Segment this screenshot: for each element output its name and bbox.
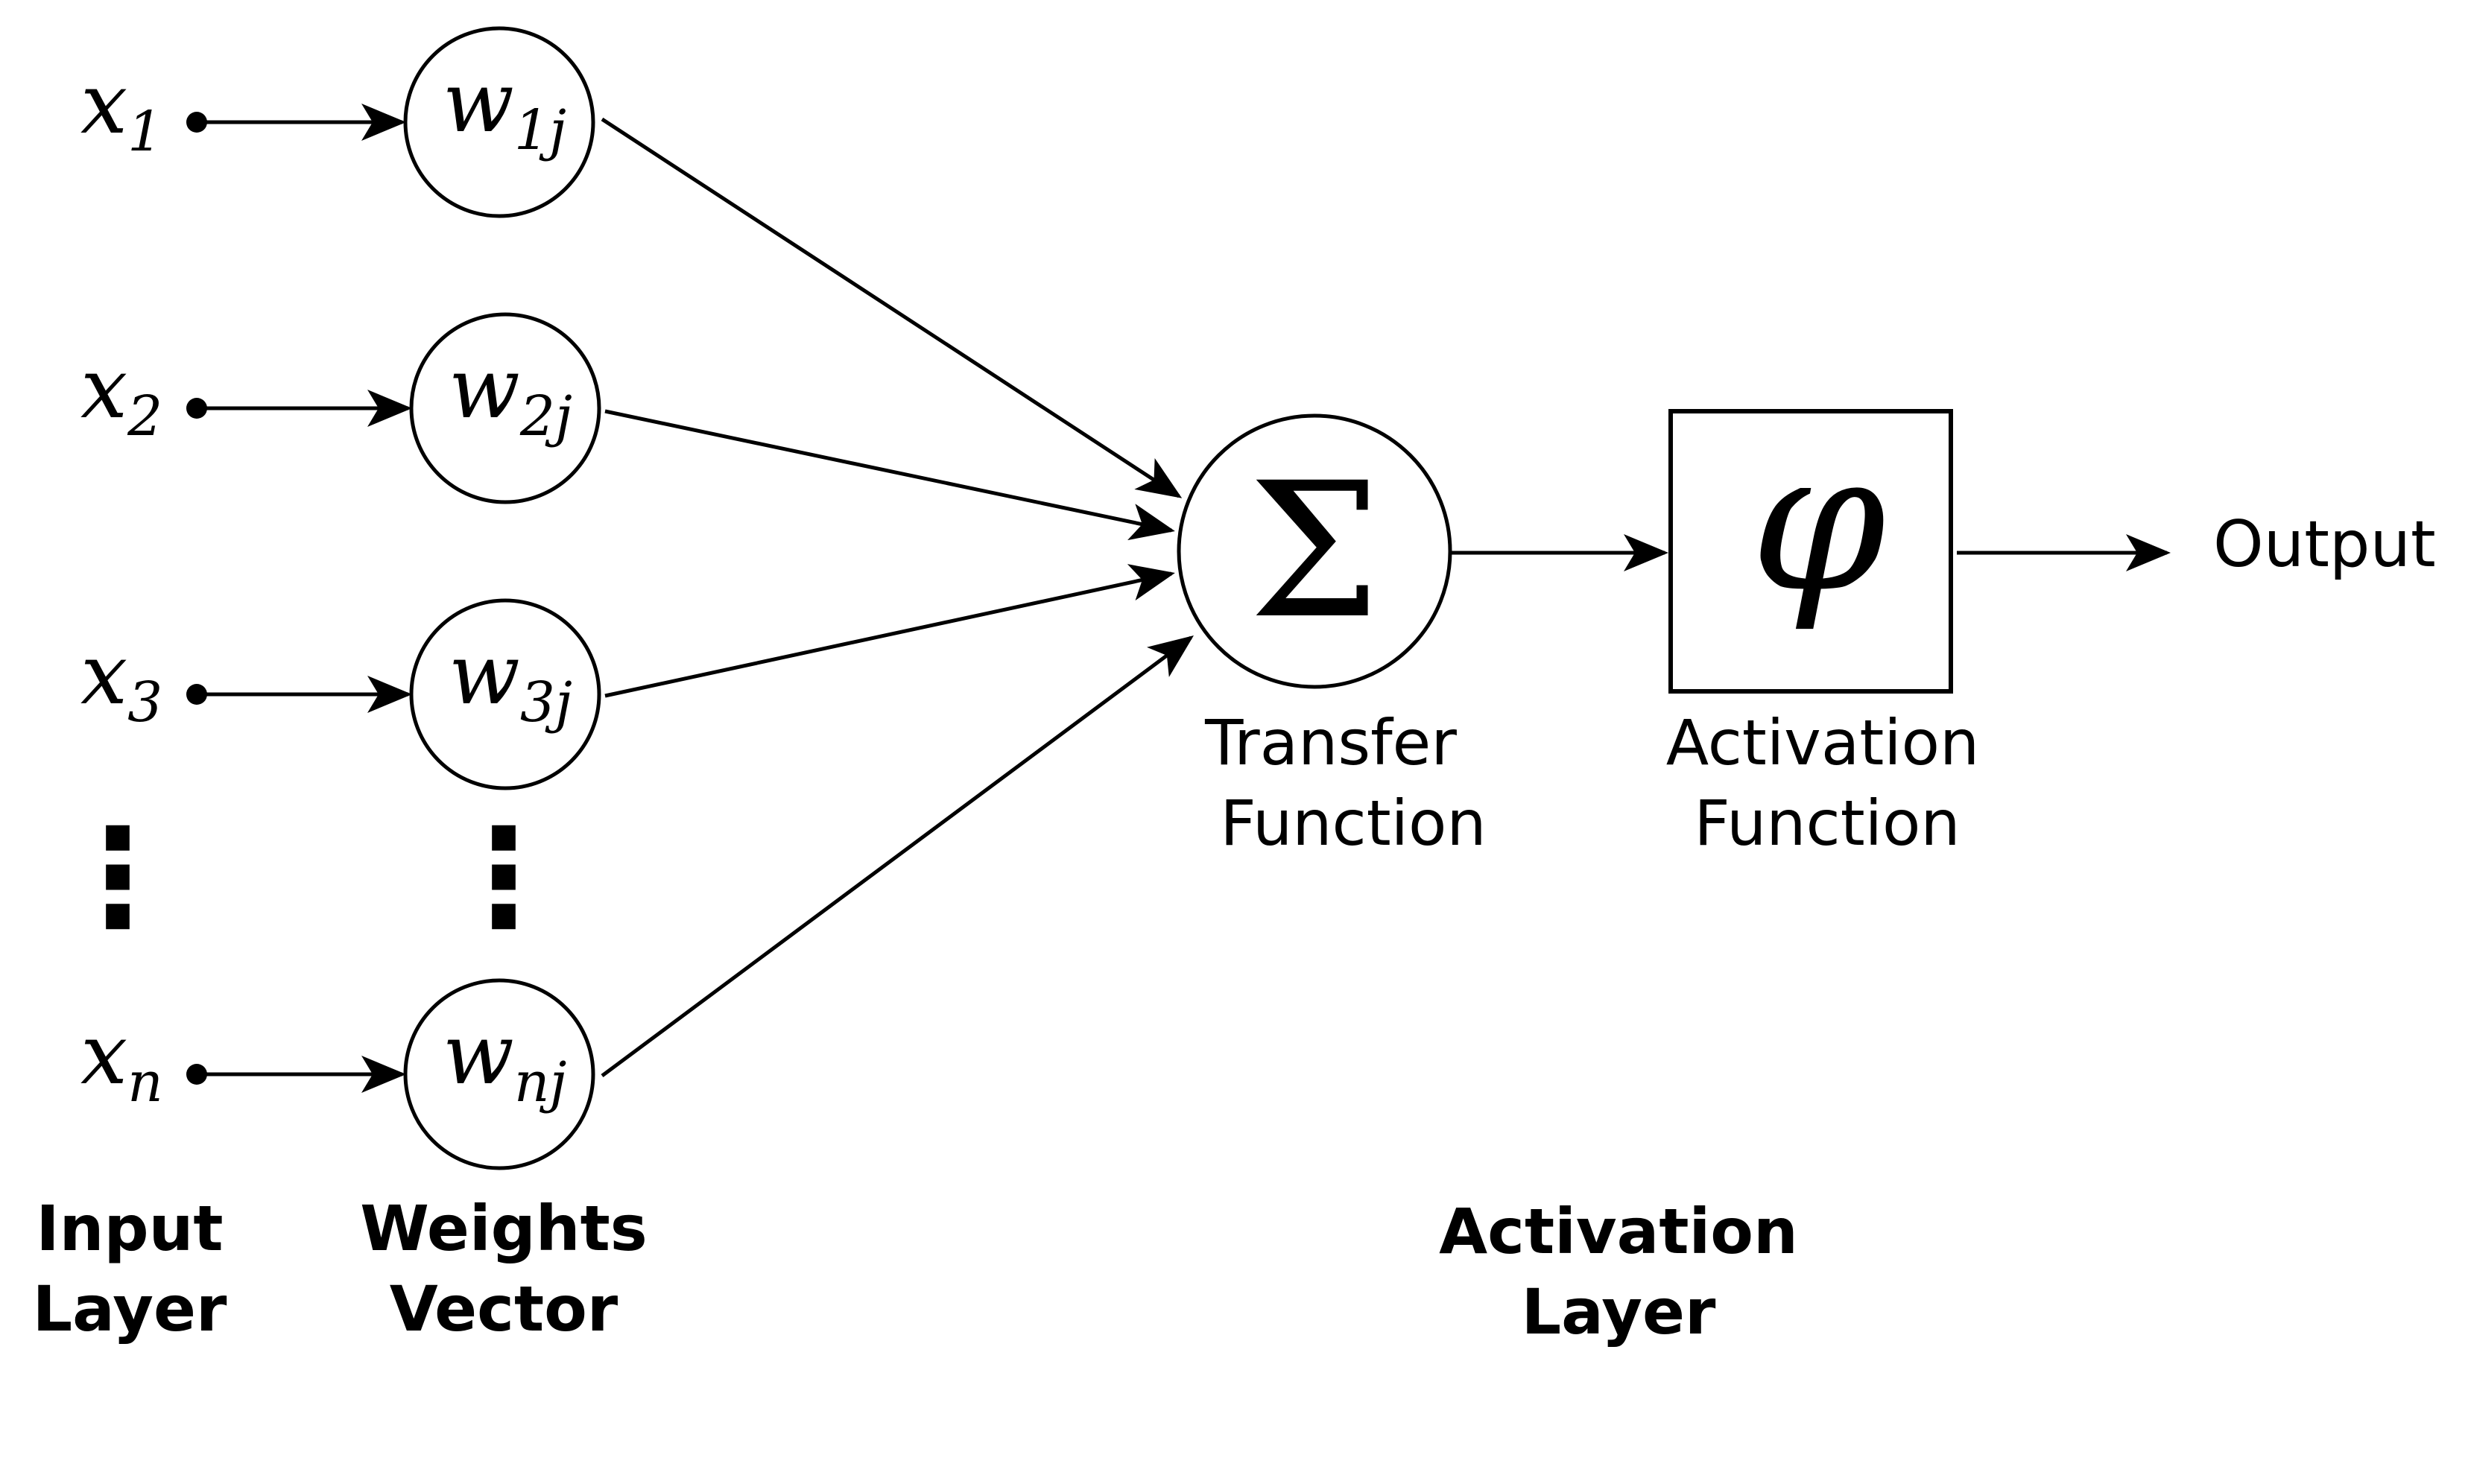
output-label: Output [2213,507,2436,582]
weight-node-w2j [409,312,601,504]
activation-layer-label-line1: Activation [1439,1195,1798,1268]
weight-w2j-label: w2j [449,340,572,448]
activation-function-box [1668,409,1953,694]
transfer-function-label-line2: Function [1220,787,1486,860]
activation-function-label-line1: Activation [1666,706,1980,779]
input-layer-label-line2: Layer [33,1272,227,1345]
weights-vector-label-line1: Weights [360,1192,648,1265]
phi-symbol: φ [1750,410,1887,635]
input-ellipsis: ⋮ [51,800,185,956]
weight-w1j-label: w1j [443,54,566,162]
weight-node-wnj [403,978,595,1170]
weight-wnj-label: wnj [443,1006,566,1114]
arrow-w3j-to-sum [604,564,1175,698]
arrow-wnj-to-sum [601,635,1195,1078]
arrow-w1j-to-sum [601,117,1183,498]
input-layer-label-line1: Input [36,1192,223,1265]
activation-layer-label-line2: Layer [1522,1275,1716,1348]
sigma-symbol: Σ [1249,443,1381,659]
input-x2-label: x2 [80,340,162,448]
weight-node-w1j [403,26,595,218]
transfer-function-label-line1: Transfer [1204,706,1457,779]
weight-w3j-label: w3j [449,627,572,735]
input-x3-label: x3 [80,627,162,735]
arrow-w2j-to-sum [604,409,1175,541]
input-x1-label: x1 [80,56,162,164]
weights-vector-label-line2: Vector [390,1272,618,1345]
input-xn-label: xn [80,1006,163,1114]
weight-ellipsis: ⋮ [437,800,571,956]
weight-node-w3j [409,598,601,790]
activation-function-label-line2: Function [1694,787,1960,860]
